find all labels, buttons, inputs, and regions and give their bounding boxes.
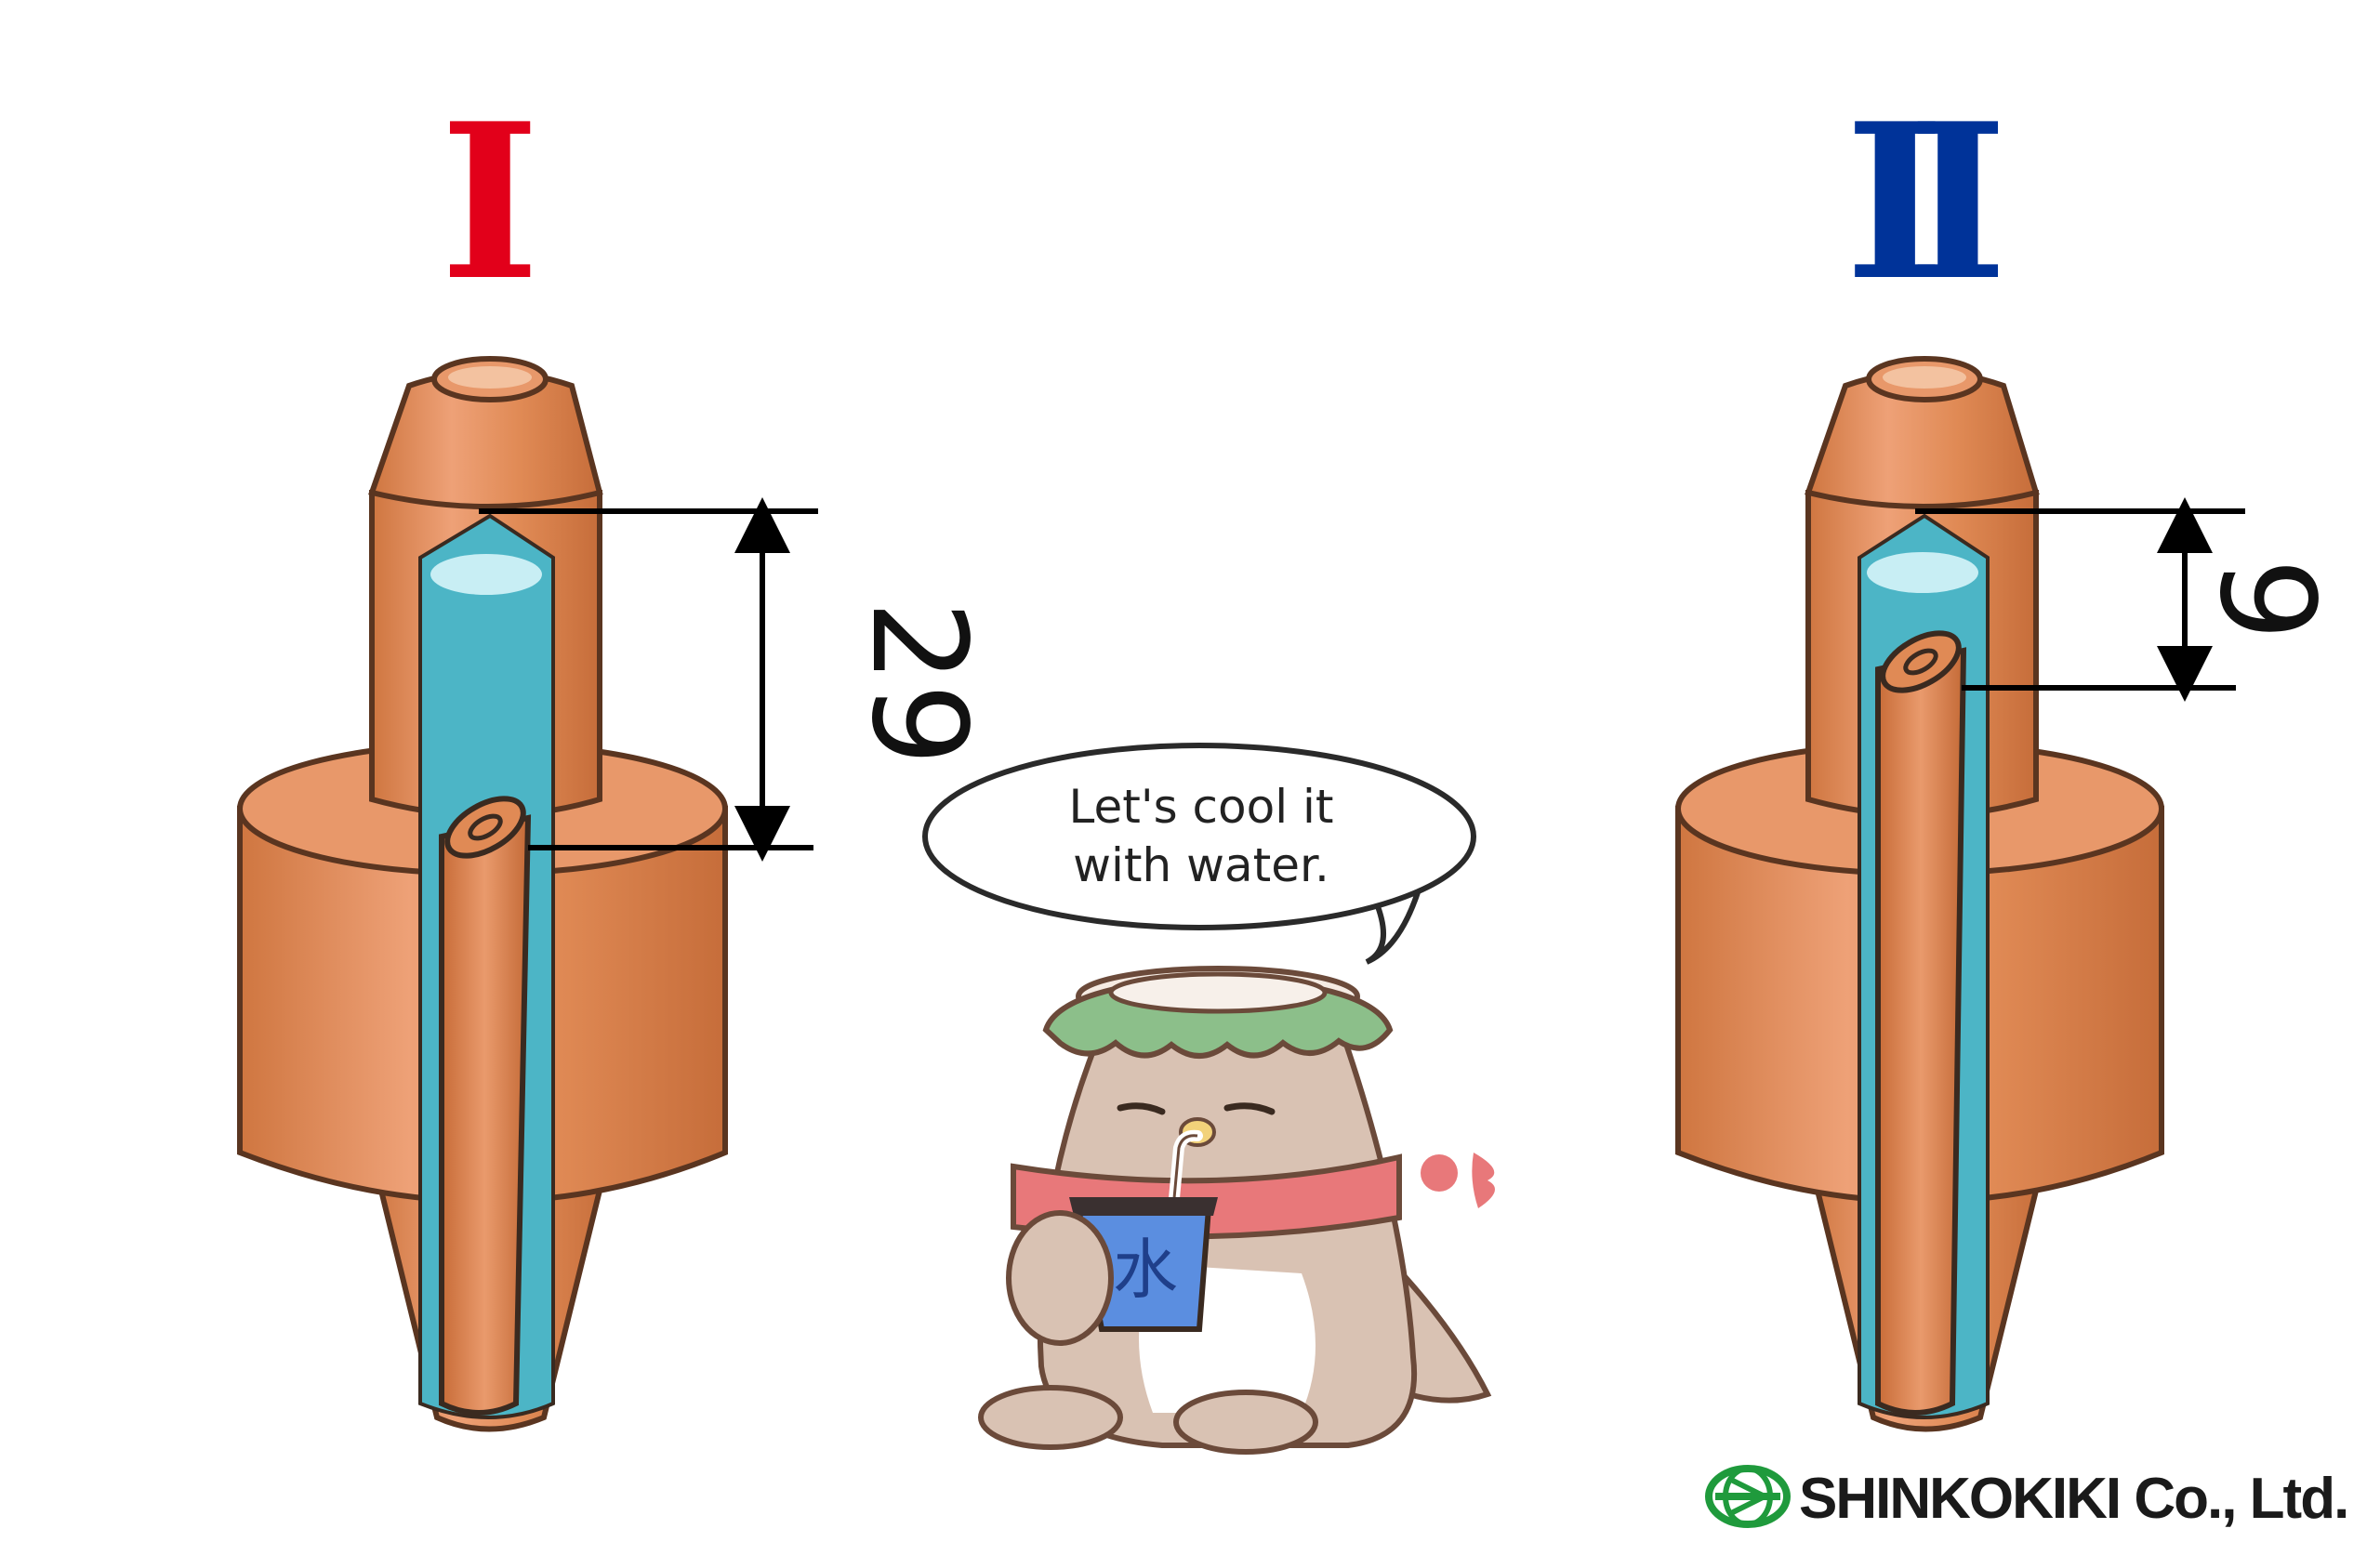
dimension-two: 9 — [1915, 497, 2342, 702]
cup-character: 水 — [1113, 1232, 1178, 1308]
dimension-value-two: 9 — [2190, 558, 2342, 640]
dimension-value-one: 29 — [842, 600, 994, 766]
label-one: I — [440, 77, 540, 328]
electrode-two — [1675, 356, 2164, 1432]
electrode-one — [237, 356, 728, 1432]
mascot-illustration: 水 — [978, 966, 1495, 1455]
brand-logo — [1705, 1465, 1791, 1528]
brand-name: SHINKOKIKI Co., Ltd. — [1799, 1467, 2347, 1531]
speech-bubble: Let's cool it with water. — [922, 743, 1476, 965]
dimension-one: 29 — [479, 497, 994, 862]
label-two: II — [1844, 77, 1999, 328]
speech-line-1: Let's cool it — [1069, 780, 1334, 834]
speech-line-2: with water. — [1073, 838, 1329, 892]
